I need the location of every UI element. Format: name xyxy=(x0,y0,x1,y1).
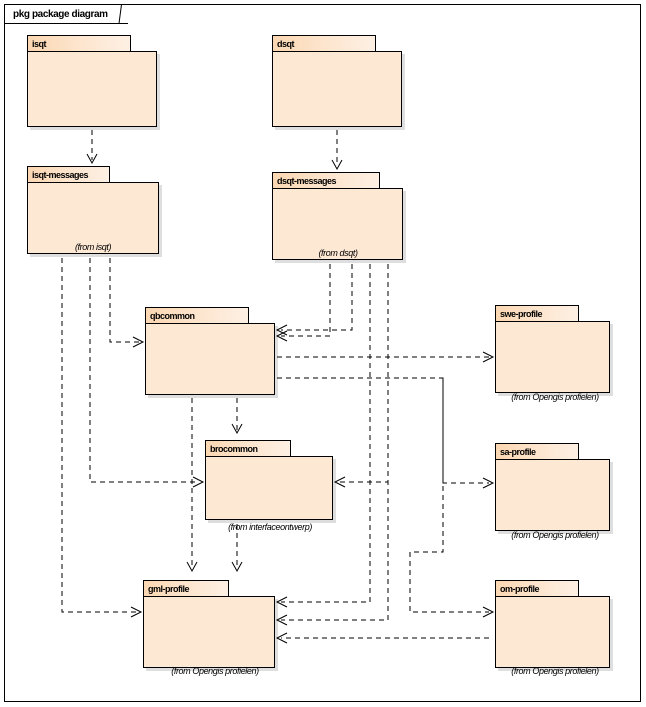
package-isqt-messages-name: isqt-messages xyxy=(32,169,89,180)
package-swe-profile[interactable]: swe-profile xyxy=(495,305,635,397)
package-qbcommon[interactable]: qbcommon xyxy=(145,307,305,399)
package-sa-profile[interactable]: sa-profile xyxy=(495,443,635,535)
package-dsqt-tab: dsqt xyxy=(272,35,376,52)
package-brocommon-tab: brocommon xyxy=(205,440,291,457)
diagram-frame-tab: pkg package diagram xyxy=(4,4,128,24)
package-om-profile-from: (from Opengis profielen) xyxy=(511,666,599,676)
package-sa-profile-from: (from Opengis profielen) xyxy=(511,530,599,540)
package-sa-profile-body xyxy=(495,459,610,531)
package-qbcommon-body xyxy=(145,323,275,395)
package-swe-profile-name: swe-profile xyxy=(500,308,543,319)
package-dsqt-messages-name: dsqt-messages xyxy=(277,175,337,186)
package-dsqt-body xyxy=(272,51,402,127)
package-om-profile-tab: om-profile xyxy=(495,580,579,597)
package-gml-profile[interactable]: gml-profile xyxy=(143,580,303,672)
package-isqt-body xyxy=(27,51,157,127)
package-swe-profile-body xyxy=(495,321,610,393)
package-dsqt-name: dsqt xyxy=(277,38,295,49)
package-isqt[interactable]: isqt xyxy=(27,35,187,130)
package-isqt-tab: isqt xyxy=(27,35,131,52)
package-gml-profile-body xyxy=(143,596,275,668)
package-brocommon-from: (from interfaceontwerp) xyxy=(228,522,312,532)
package-om-profile-name: om-profile xyxy=(500,583,540,594)
package-gml-profile-name: gml-profile xyxy=(148,583,190,594)
package-brocommon-name: brocommon xyxy=(210,443,258,454)
frame-tab-corner-icon xyxy=(108,4,122,24)
package-isqt-messages-tab: isqt-messages xyxy=(27,166,110,183)
package-dsqt-messages-tab: dsqt-messages xyxy=(272,172,380,189)
package-sa-profile-tab: sa-profile xyxy=(495,443,579,460)
package-qbcommon-name: qbcommon xyxy=(150,310,195,321)
package-dsqt[interactable]: dsqt xyxy=(272,35,432,130)
package-gml-profile-from: (from Opengis profielen) xyxy=(171,666,259,676)
package-swe-profile-tab: swe-profile xyxy=(495,305,579,322)
package-qbcommon-tab: qbcommon xyxy=(145,307,249,324)
package-om-profile-body xyxy=(495,596,610,668)
package-gml-profile-tab: gml-profile xyxy=(143,580,229,597)
package-brocommon[interactable]: brocommon xyxy=(205,440,355,524)
package-isqt-name: isqt xyxy=(32,38,47,49)
package-brocommon-body xyxy=(205,456,333,520)
package-om-profile[interactable]: om-profile xyxy=(495,580,635,672)
package-swe-profile-from: (from Opengis profielen) xyxy=(511,392,599,402)
package-isqt-messages-from: (from isqt) xyxy=(74,242,112,252)
diagram-frame-label: pkg package diagram xyxy=(13,8,108,20)
package-dsqt-messages-from: (from dsqt) xyxy=(318,248,358,258)
diagram-frame xyxy=(4,4,641,702)
package-sa-profile-name: sa-profile xyxy=(500,446,536,457)
